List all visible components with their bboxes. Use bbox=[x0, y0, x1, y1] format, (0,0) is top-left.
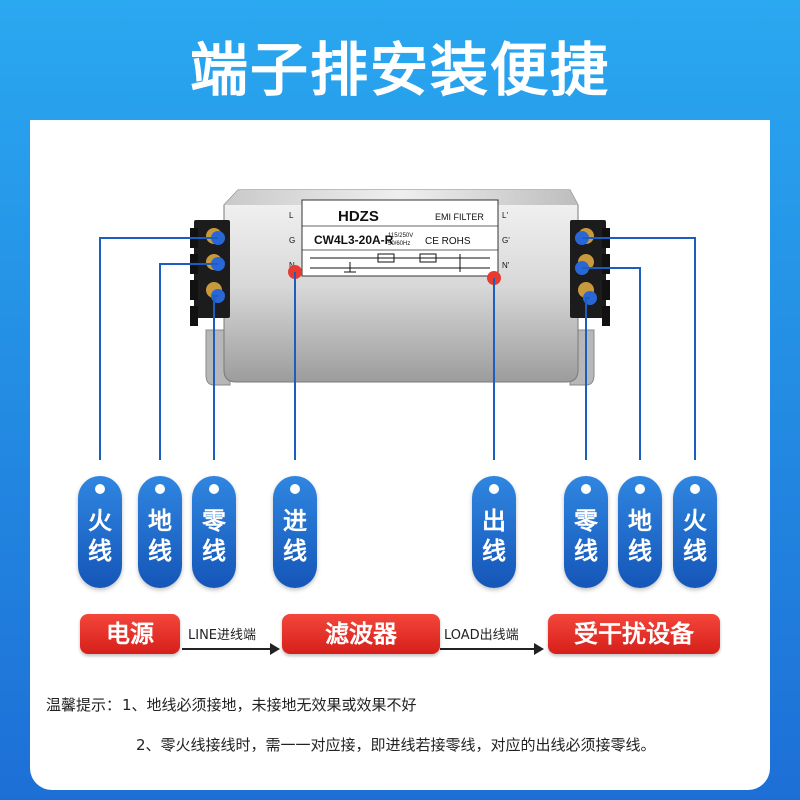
pill-live-in: 火线 bbox=[78, 476, 122, 588]
pill-output: 出线 bbox=[472, 476, 516, 588]
label-terminal-g: G bbox=[289, 236, 295, 245]
pill-neutral-in: 零线 bbox=[192, 476, 236, 588]
label-terminal-l: L bbox=[289, 211, 294, 220]
pill-dot bbox=[690, 484, 700, 494]
pill-dot bbox=[489, 484, 499, 494]
label-voltage: 115/250V bbox=[388, 233, 413, 239]
label-cert: CE ROHS bbox=[425, 236, 471, 247]
flow-arrow-1 bbox=[182, 643, 280, 655]
flow-line-label: LINE进线端 bbox=[188, 628, 257, 643]
label-freq: 50/60Hz bbox=[388, 241, 410, 247]
label-type: EMI FILTER bbox=[435, 212, 484, 222]
pill-input: 进线 bbox=[273, 476, 317, 588]
pill-dot bbox=[635, 484, 645, 494]
pill-dot bbox=[290, 484, 300, 494]
flow-filter: 滤波器 bbox=[282, 614, 440, 654]
pill-ground-in: 地线 bbox=[138, 476, 182, 588]
pill-live-out: 火线 bbox=[673, 476, 717, 588]
flow-load-label: LOAD出线端 bbox=[444, 628, 519, 643]
label-model: CW4L3-20A-R bbox=[314, 233, 394, 247]
pill-dot bbox=[95, 484, 105, 494]
label-schematic bbox=[310, 253, 490, 273]
flow-power-source: 电源 bbox=[80, 614, 180, 654]
tip-2: 2、零火线接线时，需一一对应接，即进线若接零线，对应的出线必须接零线。 bbox=[136, 736, 656, 754]
flow-device: 受干扰设备 bbox=[548, 614, 720, 654]
label-terminal-l2: L' bbox=[502, 211, 508, 220]
pill-dot bbox=[581, 484, 591, 494]
label-brand: HDZS bbox=[338, 208, 379, 225]
connection-wires bbox=[99, 237, 696, 460]
label-terminal-g2: G' bbox=[502, 236, 510, 245]
label-terminal-n: N bbox=[289, 261, 295, 270]
pill-neutral-out: 零线 bbox=[564, 476, 608, 588]
flow-arrow-2 bbox=[440, 643, 544, 655]
pill-dot bbox=[155, 484, 165, 494]
pill-ground-out: 地线 bbox=[618, 476, 662, 588]
tip-prefix: 温馨提示： bbox=[46, 696, 122, 714]
tip-1: 1、地线必须接地，未接地无效果或效果不好 bbox=[122, 696, 417, 714]
filter-product-photo: HDZS EMI FILTER CW4L3-20A-R 115/250V 50/… bbox=[99, 189, 696, 460]
pill-dot bbox=[209, 484, 219, 494]
label-terminal-n2: N' bbox=[502, 261, 510, 270]
page-title: 端子排安装便捷 bbox=[189, 36, 610, 104]
